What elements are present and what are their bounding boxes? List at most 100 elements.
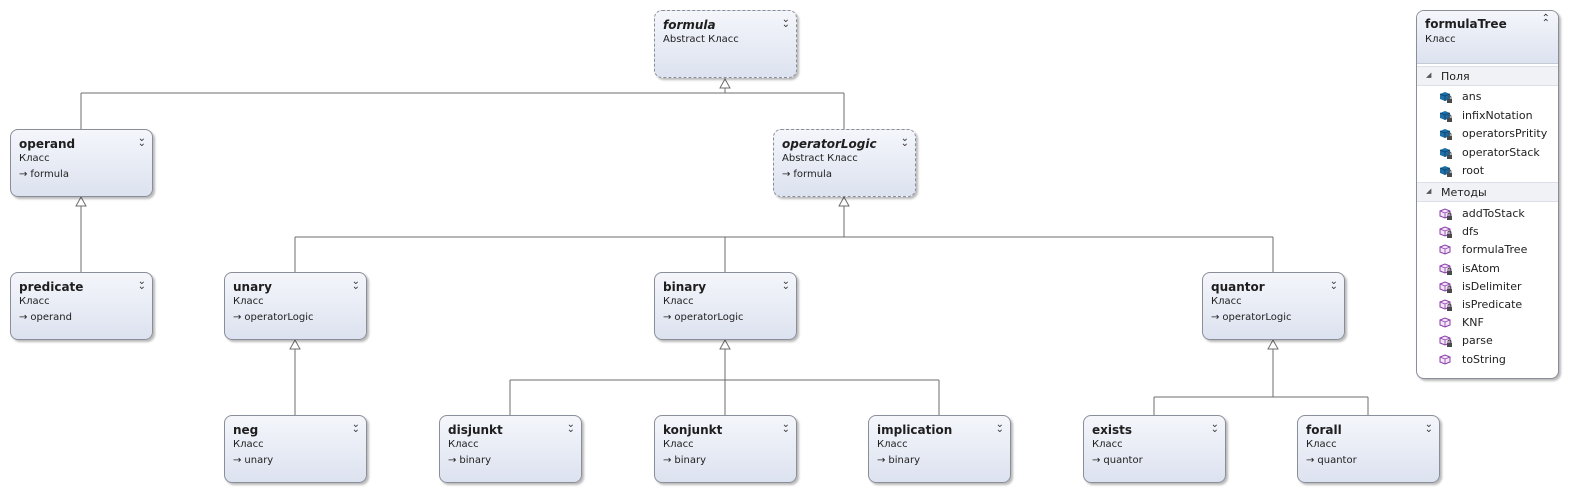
class-name: predicate — [19, 280, 84, 294]
collapse-chevron-icon[interactable]: ⌄⌄ — [781, 14, 790, 30]
inherits-arrow-icon: → — [782, 169, 791, 180]
private-field-icon — [1439, 166, 1452, 177]
class-neg[interactable]: neg Класс →unary ⌄⌄ — [224, 415, 367, 483]
expand-chevron-icon[interactable]: ⌃⌃ — [1541, 13, 1550, 29]
collapse-chevron-icon[interactable]: ⌄⌄ — [351, 276, 360, 292]
class-name: konjunkt — [663, 423, 723, 437]
class-exists[interactable]: exists Класс →quantor ⌄⌄ — [1083, 415, 1226, 483]
base-class: →quantor — [1092, 455, 1143, 466]
unary-inheritance-arrowhead — [289, 338, 301, 350]
class-unary[interactable]: unary Класс →operatorLogic ⌄⌄ — [224, 272, 367, 340]
private-method-icon — [1439, 299, 1452, 311]
method-item[interactable]: isDelimiter — [1417, 278, 1558, 296]
field-item[interactable]: root — [1417, 162, 1558, 180]
inherits-arrow-icon: → — [663, 312, 672, 323]
class-name: operatorLogic — [782, 137, 877, 151]
class-name: operand — [19, 137, 76, 151]
collapse-triangle-icon: ◢ — [1426, 187, 1432, 195]
class-kind: Класс — [877, 439, 908, 450]
collapse-chevron-icon[interactable]: ⌄⌄ — [900, 133, 909, 149]
class-operand[interactable]: operand Класс →formula ⌄⌄ — [10, 129, 153, 197]
collapse-chevron-icon[interactable]: ⌄⌄ — [781, 276, 790, 292]
method-name: addToStack — [1462, 207, 1525, 220]
field-item[interactable]: operatorStack — [1417, 144, 1558, 162]
class-kind: Класс — [233, 296, 264, 307]
method-icon — [1439, 244, 1451, 255]
class-forall[interactable]: forall Класс →quantor ⌄⌄ — [1297, 415, 1440, 483]
base-class: →operatorLogic — [663, 312, 744, 323]
collapse-chevron-icon[interactable]: ⌄⌄ — [137, 276, 146, 292]
section-label: Методы — [1441, 186, 1487, 199]
inherits-arrow-icon: → — [663, 455, 672, 466]
collapse-chevron-icon[interactable]: ⌄⌄ — [1210, 419, 1219, 435]
inherits-arrow-icon: → — [1211, 312, 1220, 323]
class-disjunkt[interactable]: disjunkt Класс →binary ⌄⌄ — [439, 415, 582, 483]
class-name: disjunkt — [448, 423, 503, 437]
base-class: →unary — [233, 455, 274, 466]
private-method-icon — [1439, 335, 1452, 348]
section-fields-header[interactable]: ◢ Поля — [1417, 66, 1558, 86]
base-class: →operatorLogic — [233, 312, 314, 323]
private-field-icon — [1439, 147, 1452, 159]
base-class: →operatorLogic — [1211, 312, 1292, 323]
method-icon — [1439, 354, 1451, 365]
class-formula[interactable]: formula Abstract Класс ⌄⌄ — [654, 10, 797, 78]
private-method-icon — [1439, 263, 1452, 275]
method-item[interactable]: toString — [1417, 351, 1558, 369]
class-kind: Класс — [448, 439, 479, 450]
field-name: operatorsPritity — [1462, 127, 1548, 140]
collapse-chevron-icon[interactable]: ⌄⌄ — [1424, 419, 1433, 435]
class-quantor[interactable]: quantor Класс →operatorLogic ⌄⌄ — [1202, 272, 1345, 340]
collapse-chevron-icon[interactable]: ⌄⌄ — [351, 419, 360, 435]
field-item[interactable]: ans — [1417, 88, 1558, 106]
private-method-icon — [1439, 226, 1452, 239]
collapse-chevron-icon[interactable]: ⌄⌄ — [1329, 276, 1338, 292]
method-name: parse — [1462, 334, 1493, 348]
class-name: formula — [663, 18, 716, 32]
method-name: isPredicate — [1462, 298, 1523, 311]
class-operatorLogic[interactable]: operatorLogic Abstract Класс →formula ⌄⌄ — [773, 129, 916, 197]
inherits-arrow-icon: → — [1306, 455, 1315, 466]
inherits-arrow-icon: → — [19, 169, 28, 180]
class-kind: Abstract Класс — [663, 34, 739, 45]
private-method-icon — [1439, 208, 1452, 220]
class-binary[interactable]: binary Класс →operatorLogic ⌄⌄ — [654, 272, 797, 340]
collapse-chevron-icon[interactable]: ⌄⌄ — [995, 419, 1004, 435]
operand-inheritance-arrowhead — [75, 195, 87, 207]
method-item[interactable]: KNF — [1417, 314, 1558, 332]
class-konjunkt[interactable]: konjunkt Класс →binary ⌄⌄ — [654, 415, 797, 483]
method-item[interactable]: dfs — [1417, 223, 1558, 241]
collapse-chevron-icon[interactable]: ⌄⌄ — [137, 133, 146, 149]
method-item[interactable]: isPredicate — [1417, 296, 1558, 314]
base-class: →binary — [448, 455, 492, 466]
base-class: →formula — [782, 169, 832, 180]
method-icon — [1439, 317, 1451, 328]
private-field-icon — [1439, 110, 1452, 122]
class-kind: Класс — [663, 296, 694, 307]
field-item[interactable]: operatorsPritity — [1417, 125, 1558, 143]
field-name: operatorStack — [1462, 145, 1540, 159]
class-name: forall — [1306, 423, 1342, 437]
class-name: formulaTree — [1425, 17, 1507, 31]
section-methods-header[interactable]: ◢ Методы — [1417, 182, 1558, 202]
method-item[interactable]: formulaTree — [1417, 241, 1558, 259]
field-item[interactable]: infixNotation — [1417, 107, 1558, 125]
method-name: dfs — [1462, 225, 1479, 239]
field-name: infixNotation — [1462, 108, 1533, 122]
class-implication[interactable]: implication Класс →binary ⌄⌄ — [868, 415, 1011, 483]
method-item[interactable]: addToStack — [1417, 205, 1558, 223]
class-name: implication — [877, 423, 953, 437]
class-kind: Класс — [233, 439, 264, 450]
method-item[interactable]: parse — [1417, 332, 1558, 350]
collapse-triangle-icon: ◢ — [1426, 71, 1432, 79]
class-kind: Класс — [1306, 439, 1337, 450]
private-method-icon — [1439, 281, 1452, 293]
collapse-chevron-icon[interactable]: ⌄⌄ — [566, 419, 575, 435]
binary-inheritance-arrowhead — [719, 338, 731, 350]
class-predicate[interactable]: predicate Класс →operand ⌄⌄ — [10, 272, 153, 340]
class-name: exists — [1092, 423, 1133, 437]
collapse-chevron-icon[interactable]: ⌄⌄ — [781, 419, 790, 435]
class-kind: Класс — [19, 296, 50, 307]
method-item[interactable]: isAtom — [1417, 260, 1558, 278]
